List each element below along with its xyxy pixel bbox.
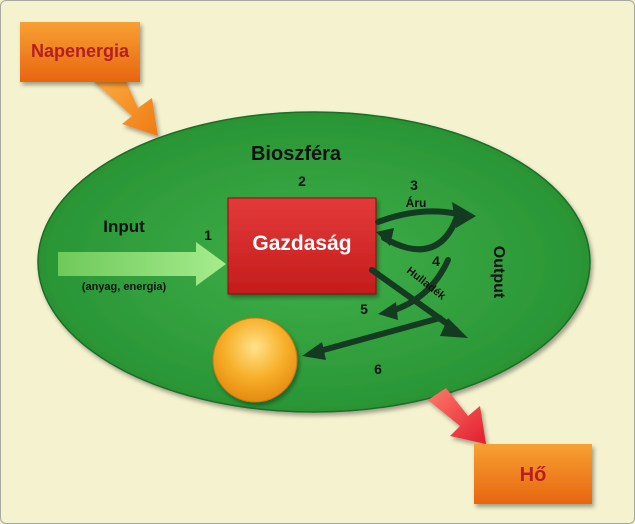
arrow-6 (313, 315, 443, 355)
number-4: 4 (432, 253, 440, 269)
return-arrowhead (378, 302, 398, 320)
recycle-arrow-4 (381, 211, 461, 253)
input-sub-label: (anyag, energia) (82, 281, 167, 293)
sun-circle (212, 317, 298, 403)
aru-arrowhead (452, 202, 476, 228)
arrow-6-head (302, 342, 326, 360)
arrow-heads (302, 202, 476, 360)
number-2: 2 (298, 173, 306, 189)
number-6: 6 (374, 361, 382, 377)
ho-label: Hő (520, 464, 547, 486)
input-arrow (58, 242, 226, 286)
number-1: 1 (204, 227, 212, 243)
input-label: Input (103, 217, 145, 236)
hulladek-arrowhead (440, 318, 468, 338)
recycle-arrowhead (376, 228, 394, 246)
aru-label: Áru (406, 195, 427, 210)
aru-arrow (375, 208, 461, 225)
gazdasag-box (227, 197, 377, 295)
bioszfera-label: Bioszféra (251, 143, 342, 165)
napenergia-label: Napenergia (31, 41, 130, 61)
number-5: 5 (360, 301, 368, 317)
output-label: Output (490, 246, 507, 299)
napenergia-box (20, 22, 140, 82)
ho-box (474, 444, 592, 504)
number-3: 3 (410, 177, 418, 193)
gazdasag-label: Gazdaság (252, 232, 351, 255)
heat-arrow (428, 388, 486, 444)
